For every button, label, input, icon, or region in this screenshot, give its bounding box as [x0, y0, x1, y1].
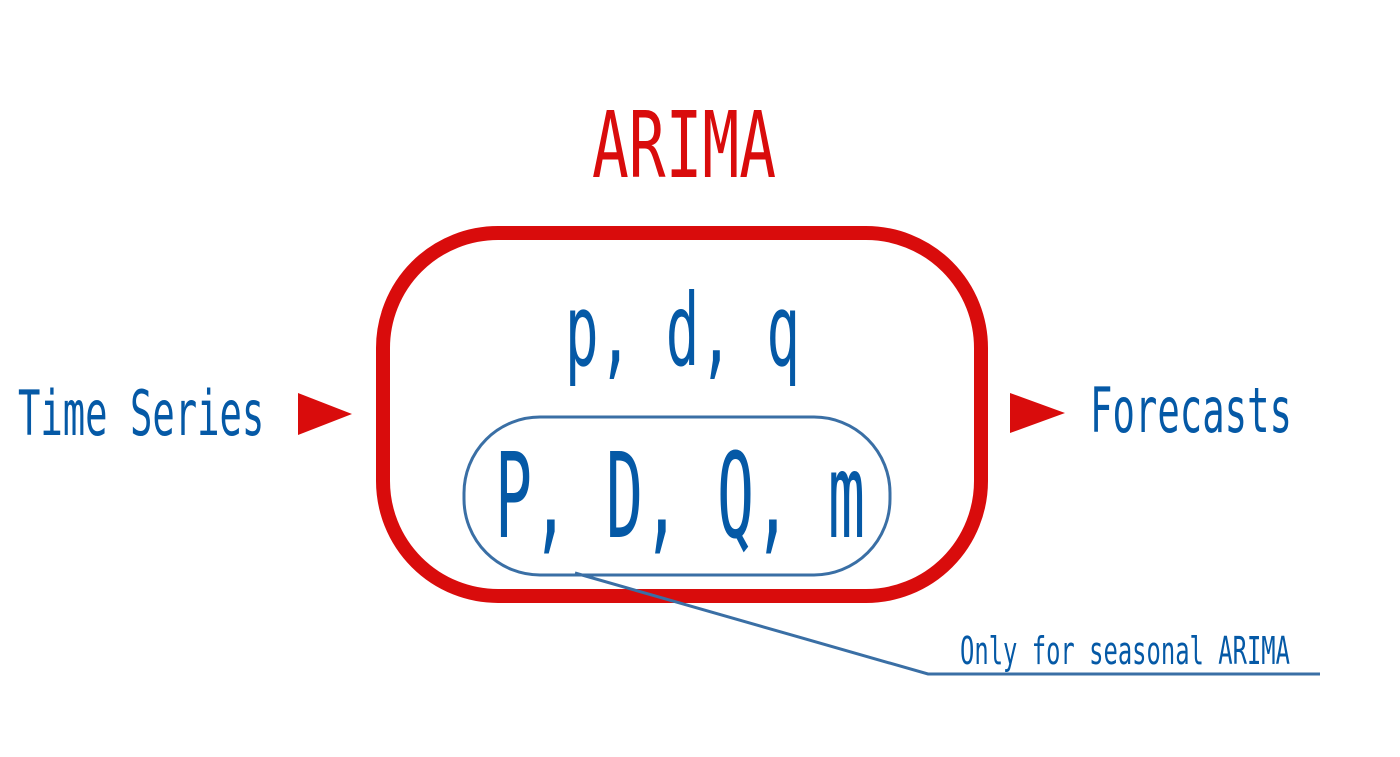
seasonal-params: P, D, Q, m — [495, 427, 865, 565]
output-label: Forecasts — [1090, 374, 1292, 447]
callout-text: Only for seasonal ARIMA — [960, 629, 1290, 673]
nonseasonal-params: p, d, q — [565, 272, 800, 389]
callout-line — [574, 571, 1320, 676]
seasonal-params-box — [462, 415, 892, 577]
output-arrow-icon — [1010, 393, 1065, 433]
diagram-title: ARIMA — [592, 92, 776, 199]
arima-model-box — [376, 226, 988, 603]
input-label: Time Series — [18, 379, 264, 451]
input-arrow-icon — [298, 393, 352, 435]
